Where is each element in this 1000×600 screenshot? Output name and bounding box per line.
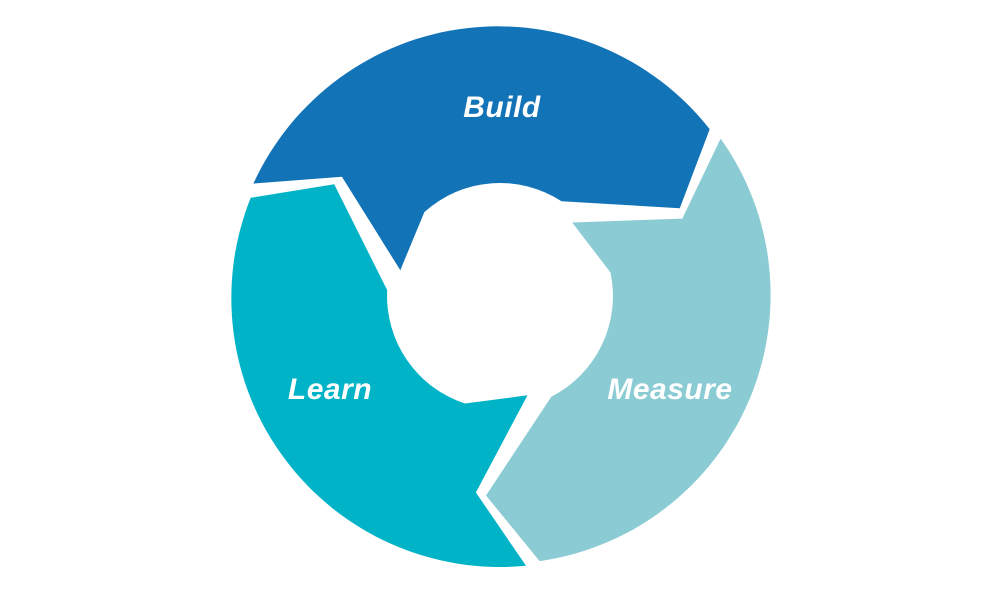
- learn-label: Learn: [288, 373, 372, 406]
- learn-arrow-segment: [231, 184, 528, 568]
- build-label: Build: [463, 91, 541, 124]
- measure-arrow-segment: [486, 138, 771, 562]
- measure-label: Measure: [607, 373, 732, 406]
- build-arrow-segment: [253, 26, 710, 271]
